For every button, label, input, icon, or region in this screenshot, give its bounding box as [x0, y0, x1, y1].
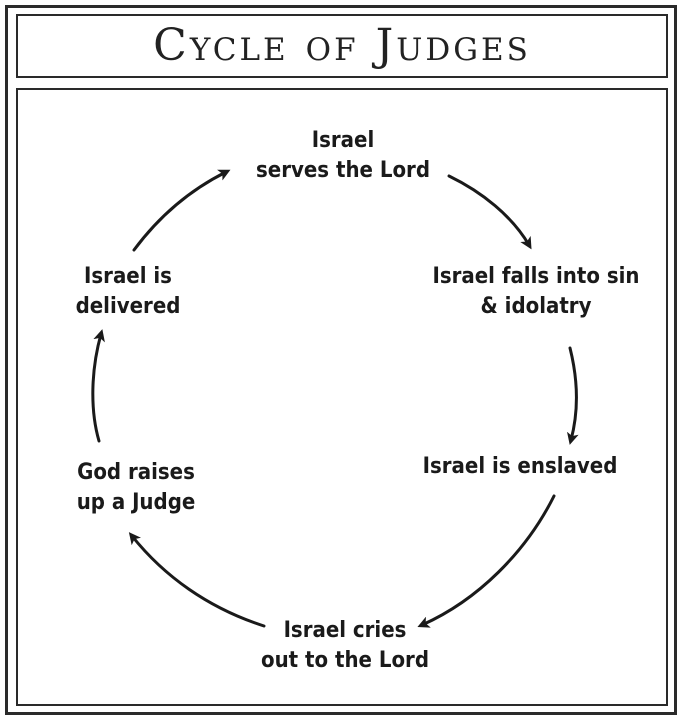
node-falls-line1: Israel falls into sin — [432, 264, 640, 289]
node-raises-line2: up a Judge — [76, 490, 196, 515]
node-cries-line2: out to the Lord — [260, 648, 429, 673]
node-raises-line1: God raises — [77, 460, 195, 485]
node-israel-is-delivered: Israel is delivered — [58, 262, 198, 322]
node-israel-falls-into-sin: Israel falls into sin & idolatry — [416, 262, 656, 322]
node-serves-line2: serves the Lord — [256, 158, 430, 183]
node-god-raises-up-a-judge: God raises up a Judge — [56, 458, 216, 518]
node-cries-line1: Israel cries — [283, 618, 407, 643]
diagram-title: Cycle of Judges — [153, 20, 531, 71]
diagram-box — [16, 88, 668, 706]
node-falls-line2: & idolatry — [480, 294, 592, 319]
node-israel-cries-out: Israel cries out to the Lord — [250, 616, 440, 676]
node-israel-serves-the-lord: Israel serves the Lord — [238, 126, 448, 186]
title-box: Cycle of Judges — [16, 14, 668, 78]
node-delivered-line2: delivered — [75, 294, 181, 319]
node-serves-line1: Israel — [311, 128, 375, 153]
node-enslaved-line1: Israel is enslaved — [422, 454, 618, 479]
outer-frame — [5, 5, 677, 715]
node-delivered-line1: Israel is — [84, 264, 172, 289]
node-israel-is-enslaved: Israel is enslaved — [405, 452, 635, 482]
